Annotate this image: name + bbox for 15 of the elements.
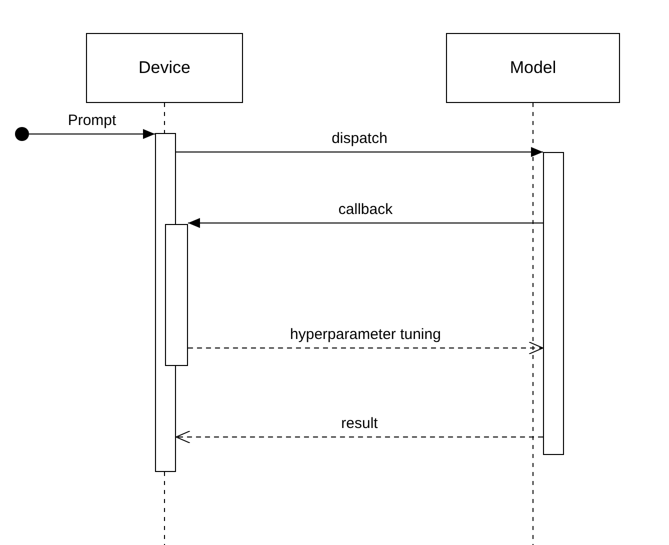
message-arrow <box>188 218 544 228</box>
activation-bar <box>543 152 564 455</box>
edge-label: dispatch <box>332 130 388 148</box>
edge-label: hyperparameter tuning <box>290 326 441 344</box>
dashed-return-arrow <box>188 342 544 354</box>
edge-label: result <box>341 415 378 433</box>
message-arrow <box>28 129 156 139</box>
edge-label: Prompt <box>68 112 116 130</box>
dashed-return-arrow <box>176 430 544 444</box>
participant-box: Model <box>446 33 620 103</box>
message-arrow <box>176 147 544 157</box>
edge-label: callback <box>338 201 393 219</box>
participant-box: Device <box>86 33 243 103</box>
activation-bar <box>165 224 188 366</box>
start-dot <box>15 127 29 141</box>
